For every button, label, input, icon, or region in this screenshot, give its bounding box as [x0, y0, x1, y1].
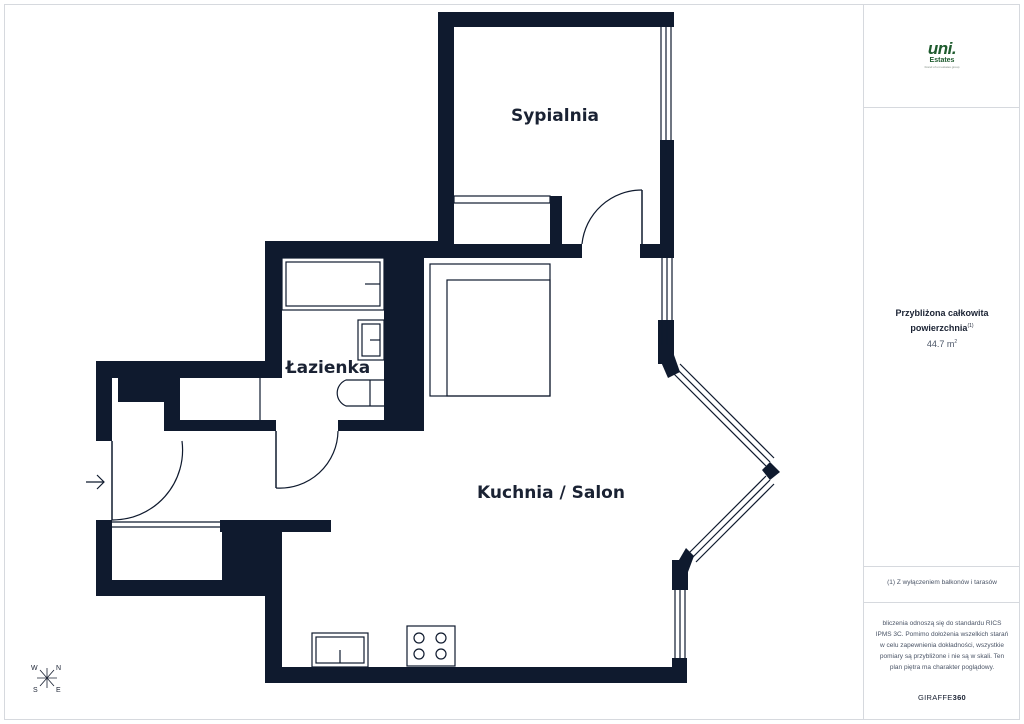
- compass-n: N: [56, 665, 61, 672]
- company-logo: uni. Estates brand of uni estates group: [864, 40, 1020, 69]
- wall: [164, 378, 180, 430]
- compass-e: E: [56, 687, 61, 694]
- divider: [864, 107, 1020, 108]
- room-label-kitchen-living: Kuchnia / Salon: [477, 483, 625, 503]
- room-label-bedroom: Sypialnia: [511, 106, 599, 126]
- wall: [550, 196, 562, 258]
- wall: [658, 355, 680, 378]
- compass-w: W: [31, 665, 38, 672]
- wall: [96, 520, 112, 596]
- wall: [762, 462, 780, 480]
- wall: [164, 420, 276, 431]
- area-summary: Przybliżona całkowita powierzchnia(1) 44…: [870, 307, 1014, 349]
- area-value: 44.7 m2: [926, 339, 958, 349]
- wall: [265, 667, 687, 683]
- wall: [438, 244, 582, 258]
- logo-sub: Estates: [929, 57, 955, 64]
- wall: [384, 241, 424, 431]
- wall: [672, 560, 688, 590]
- compass-icon: W N S E: [31, 665, 61, 694]
- wall: [660, 140, 674, 258]
- info-panel: uni. Estates brand of uni estates group …: [863, 4, 1020, 720]
- wall: [265, 520, 282, 683]
- room-label-bathroom: Łazienka: [285, 358, 371, 378]
- divider: [864, 602, 1020, 603]
- wall: [338, 420, 424, 431]
- wall: [438, 12, 674, 27]
- brand-footer: GIRAFFE360: [917, 693, 967, 702]
- logo-mark: uni.: [927, 39, 957, 58]
- wall: [96, 361, 282, 378]
- floor-plan: Sypialnia Łazienka Kuchnia / Salon W N S…: [31, 12, 780, 694]
- disclaimer: bliczenia odnoszą się do standardu RICS …: [875, 620, 1009, 671]
- wall: [672, 658, 687, 683]
- page-frame: [4, 4, 1020, 720]
- divider: [864, 566, 1020, 567]
- area-label: Przybliżona całkowita powierzchnia(1): [895, 308, 989, 333]
- wall: [118, 378, 170, 402]
- logo-tagline: brand of uni estates group: [924, 65, 960, 69]
- compass-s: S: [33, 687, 38, 694]
- wall: [96, 361, 112, 441]
- wall: [438, 12, 454, 258]
- footnote: (1) Z wyłączeniem balkonów i tarasów: [887, 579, 997, 586]
- wall: [640, 244, 674, 258]
- wall: [265, 241, 282, 371]
